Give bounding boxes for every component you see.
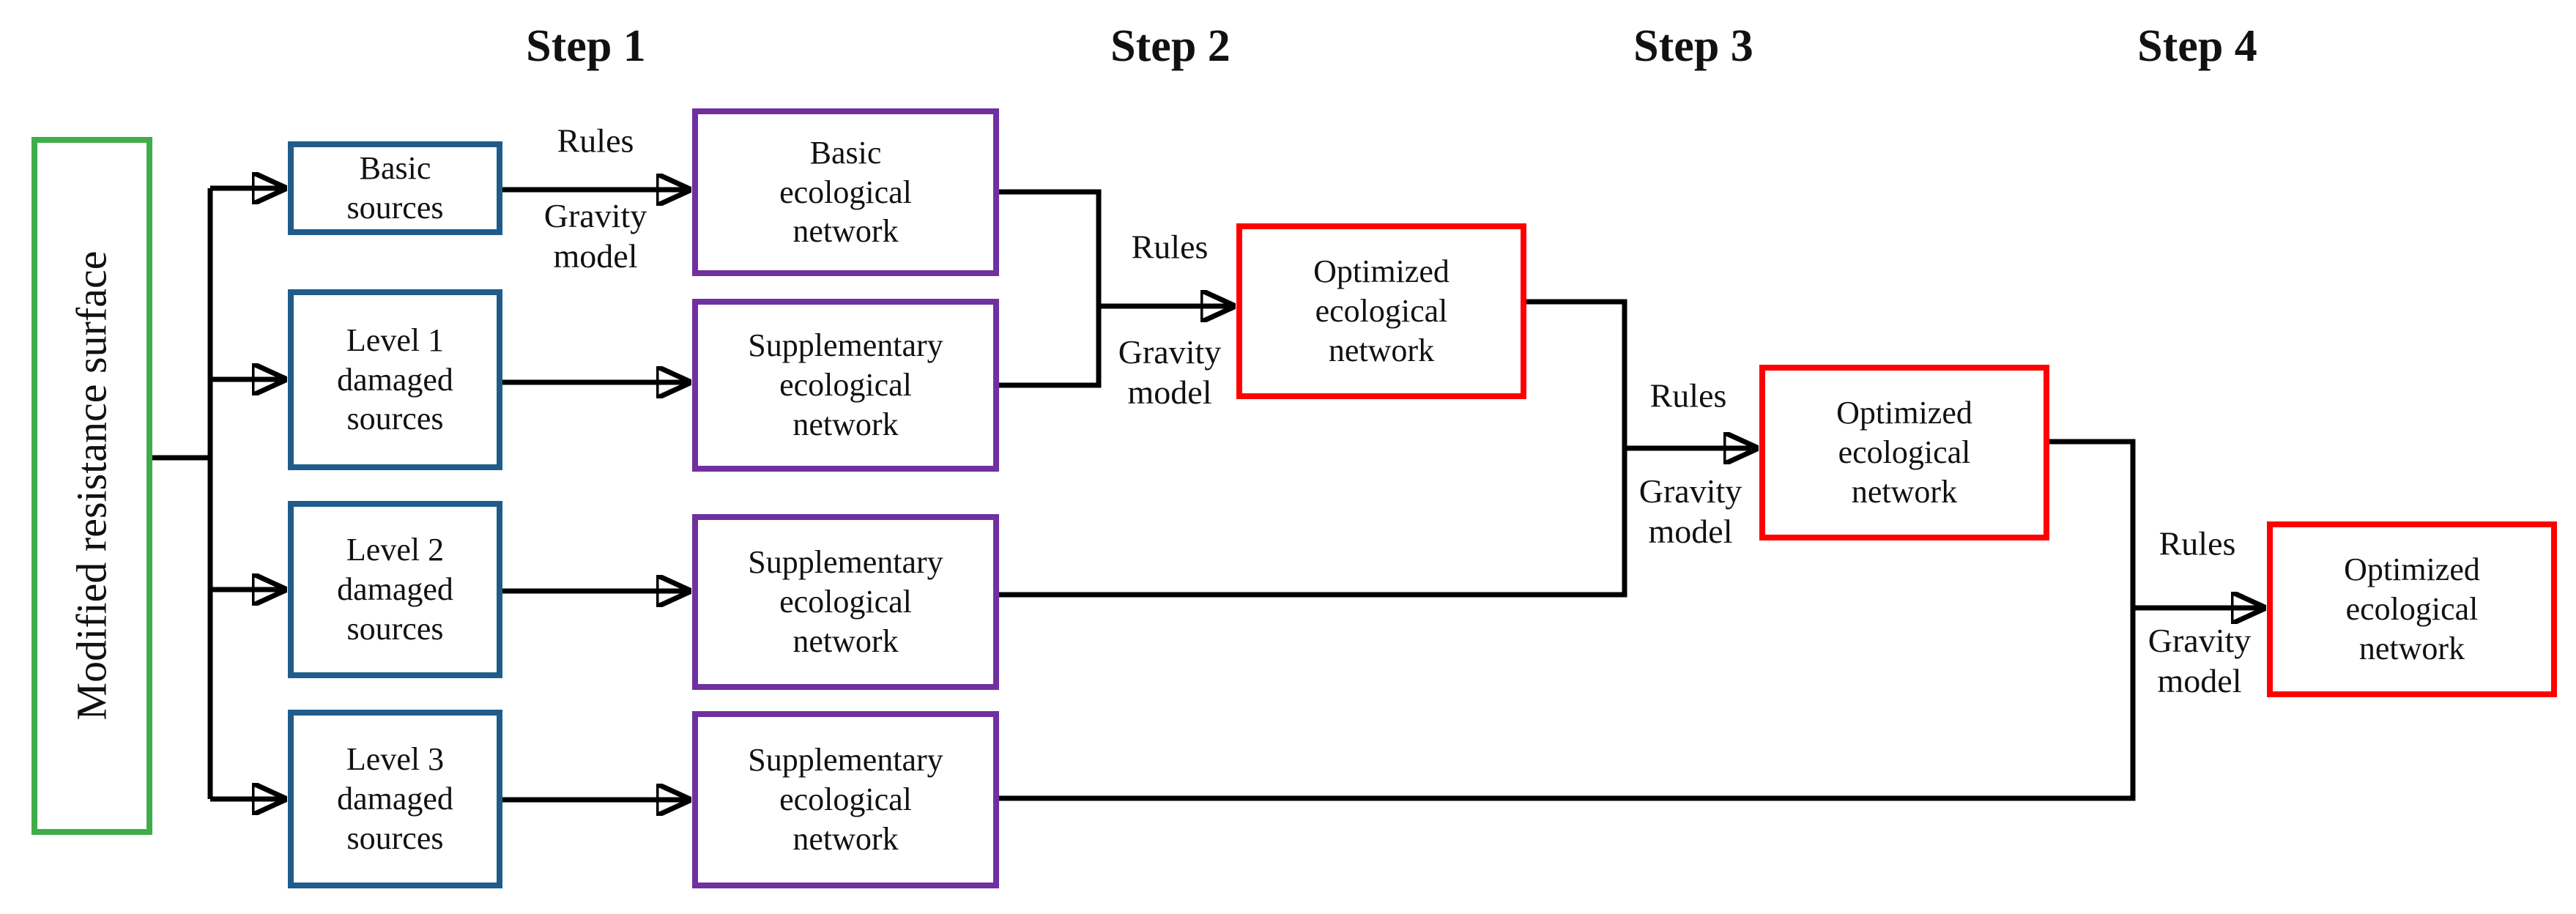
edge-label-gravity-step1-line: Gravity <box>543 196 647 234</box>
resistance-surface-box <box>31 137 152 835</box>
source-box-basic-line: sources <box>346 190 444 226</box>
network-box-supplementary-2: Supplementary ecological network <box>692 514 999 690</box>
optimized-box-step2-line: network <box>1328 332 1435 368</box>
network-box-basic-line: Basic <box>809 134 882 171</box>
network-box-supplementary-3-line: Supplementary <box>748 742 943 779</box>
network-box-basic-line: ecological <box>779 174 912 210</box>
edge-label-gravity-step4: Gravity model <box>2148 620 2252 701</box>
edge-label-gravity-step2: Gravity model <box>1118 332 1222 412</box>
source-box-level3: Level 3 damaged sources <box>288 710 502 888</box>
edge-label-rules-step2: Rules <box>1131 228 1209 266</box>
wire-junction-step2 <box>999 189 1102 388</box>
network-box-supplementary-1-line: Supplementary <box>748 327 943 364</box>
source-box-level1-line: sources <box>346 401 444 437</box>
source-box-level2: Level 2 damaged sources <box>288 501 502 678</box>
network-box-supplementary-2-line: Supplementary <box>748 544 943 581</box>
edge-label-gravity-step2-line: model <box>1127 374 1212 411</box>
wire-junction-step4 <box>999 439 2136 801</box>
edge-label-gravity-step2-line: Gravity <box>1118 332 1222 371</box>
source-box-level1-line: Level 1 <box>346 322 445 358</box>
optimized-box-step3-line: Optimized <box>1836 395 1972 431</box>
optimized-box-step3-line: network <box>1851 473 1958 510</box>
resistance-surface-label: Modified resistance surface <box>67 250 116 721</box>
step-label-1: Step 1 <box>526 21 646 71</box>
edge-label-gravity-step1: Gravity model <box>544 196 647 276</box>
edge-label-rules-step4: Rules <box>2159 524 2236 562</box>
source-box-level3-line: damaged <box>337 781 453 817</box>
network-box-supplementary-1-line: ecological <box>779 367 912 404</box>
source-box-level1-line: damaged <box>337 361 453 398</box>
edge-label-rules-step3: Rules <box>1649 376 1727 415</box>
optimized-box-step3: Optimized ecological network <box>1759 365 2049 540</box>
edge-label-gravity-step3-line: Gravity <box>1638 472 1742 510</box>
optimized-box-step2-line: ecological <box>1315 293 1448 330</box>
optimized-box-step4-line: ecological <box>2345 591 2479 628</box>
network-box-basic-line: network <box>793 213 899 250</box>
network-box-basic: Basic ecological network <box>692 108 999 276</box>
edge-label-gravity-step1-line: model <box>553 237 638 275</box>
network-box-supplementary-1-line: network <box>793 406 899 442</box>
network-box-supplementary-3-line: network <box>793 820 899 857</box>
source-box-level3-line: Level 3 <box>346 741 445 778</box>
edge-label-gravity-step4-line: model <box>2157 662 2242 699</box>
step-label-2: Step 2 <box>1110 21 1231 71</box>
source-box-level3-line: sources <box>346 820 444 856</box>
optimized-box-step3-line: ecological <box>1838 434 1971 471</box>
edge-label-gravity-step3: Gravity model <box>1639 471 1742 551</box>
network-box-supplementary-2-line: network <box>793 623 899 659</box>
optimized-box-step4: Optimized ecological network <box>2267 521 2557 697</box>
network-box-supplementary-3-line: ecological <box>779 781 912 818</box>
source-box-level2-line: Level 2 <box>346 532 445 568</box>
source-box-level2-line: damaged <box>337 571 453 608</box>
optimized-box-step4-line: network <box>2358 630 2465 666</box>
network-box-supplementary-1: Supplementary ecological network <box>692 299 999 472</box>
step-label-4: Step 4 <box>2137 21 2257 71</box>
source-box-basic-line: Basic <box>359 150 431 187</box>
source-box-level2-line: sources <box>346 610 444 647</box>
step-label-3: Step 3 <box>1633 21 1753 71</box>
source-box-level1: Level 1 damaged sources <box>288 289 502 470</box>
optimized-box-step2: Optimized ecological network <box>1236 223 1526 399</box>
source-box-basic: Basic sources <box>288 141 502 235</box>
edge-label-gravity-step4-line: Gravity <box>2148 621 2252 659</box>
optimized-box-step2-line: Optimized <box>1313 253 1450 290</box>
edge-label-gravity-step3-line: model <box>1648 513 1733 550</box>
network-box-supplementary-2-line: ecological <box>779 584 912 620</box>
optimized-box-step4-line: Optimized <box>2344 551 2480 588</box>
network-box-supplementary-3: Supplementary ecological network <box>692 711 999 888</box>
edge-label-rules-step1: Rules <box>557 122 634 160</box>
